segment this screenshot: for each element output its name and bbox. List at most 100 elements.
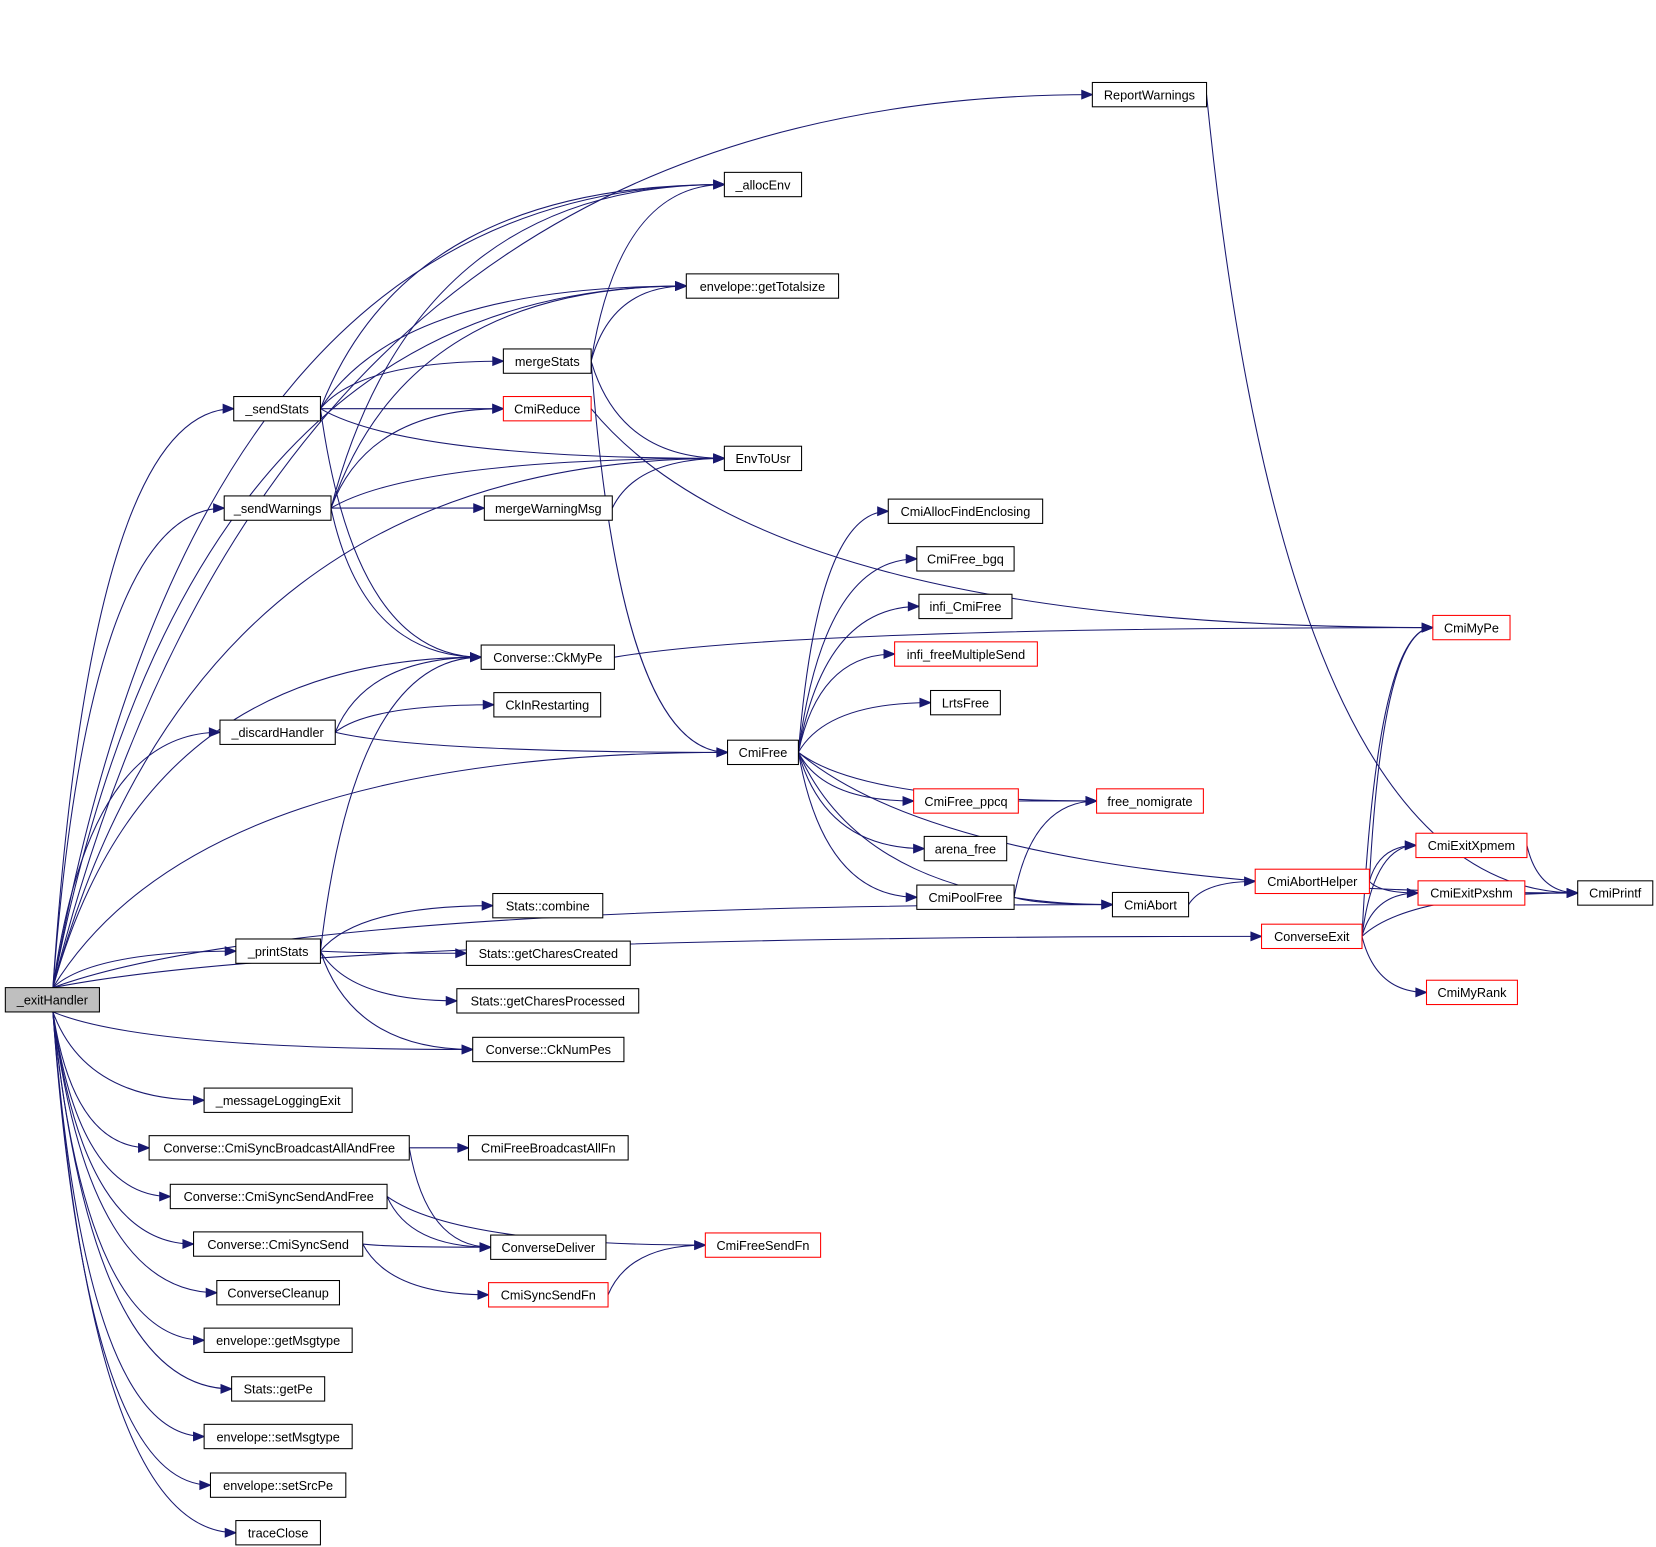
node-sendWarnings[interactable]: _sendWarnings [223,495,332,521]
arrowhead-icon [883,649,897,660]
edge-discardHandler-CkInRestarting [334,704,494,733]
node-label: arena_free [935,842,996,856]
node-getTotalsize[interactable]: envelope::getTotalsize [685,273,840,299]
node-label: _discardHandler [230,726,324,740]
arrowhead-icon [457,1142,470,1153]
node-CmiFreeSendFn[interactable]: CmiFreeSendFn [704,1232,822,1258]
edge-sendStats-getTotalsize [319,285,687,409]
node-label: EnvToUsr [736,452,792,466]
node-CmiSyncSend[interactable]: Converse::CmiSyncSend [193,1231,364,1257]
edge-exitHandler-discardHandler [52,731,220,988]
node-CmiReduce[interactable]: CmiReduce [502,396,592,422]
node-label: Stats::getCharesProcessed [471,995,625,1009]
node-label: envelope::setSrcPe [223,1479,333,1493]
node-ConverseDeliver[interactable]: ConverseDeliver [490,1234,607,1260]
node-messageLoggingExit[interactable]: _messageLoggingExit [203,1087,353,1113]
node-label: CmiMyPe [1444,621,1499,635]
node-CmiFree_ppcq[interactable]: CmiFree_ppcq [913,788,1019,814]
node-mergeStats[interactable]: mergeStats [502,348,592,374]
arrowhead-icon [1085,795,1099,807]
arrowhead-icon [907,601,921,612]
node-label: CmiAllocFindEnclosing [901,505,1031,519]
edge-printStats-StatsCombine [320,905,493,952]
node-label: CmiExitPxshm [1430,887,1512,901]
node-CkInRestarting[interactable]: CkInRestarting [493,692,602,718]
arrowhead-icon [1406,887,1420,898]
node-infi_freeMultipleSend[interactable]: infi_freeMultipleSend [894,641,1038,667]
node-infi_CmiFree[interactable]: infi_CmiFree [918,593,1013,620]
node-label: _printStats [247,945,309,959]
node-CmiMyPe[interactable]: CmiMyPe [1432,614,1511,641]
node-CmiAllocFindEnclosing[interactable]: CmiAllocFindEnclosing [887,498,1044,524]
arrowhead-icon [473,503,486,514]
node-getCharesCreated[interactable]: Stats::getCharesCreated [465,940,631,966]
node-CmiFree[interactable]: CmiFree [727,739,799,766]
edge-CmiFree-CmiPoolFree [797,752,917,898]
node-label: CmiPoolFree [928,891,1002,905]
edge-exitHandler-CkNumPes [52,1011,473,1051]
edge-sendWarnings-allocEnv [330,183,725,509]
node-CmiAbort[interactable]: CmiAbort [1111,891,1190,918]
arrowhead-icon [193,1095,206,1106]
node-getPe[interactable]: Stats::getPe [231,1376,326,1402]
node-mergeWarningMsg[interactable]: mergeWarningMsg [483,495,613,521]
arrowhead-icon [1101,899,1114,910]
node-CmiFreeBroadcastAllFn[interactable]: CmiFreeBroadcastAllFn [467,1135,629,1161]
node-CmiSyncBroadcastAllAndFree[interactable]: Converse::CmiSyncBroadcastAllAndFree [148,1135,410,1161]
node-allocEnv[interactable]: _allocEnv [723,171,803,198]
edge-CmiFree-arena_free [797,752,925,850]
arrowhead-icon [1250,931,1263,942]
node-free_nomigrate[interactable]: free_nomigrate [1096,788,1204,814]
node-setSrcPe[interactable]: envelope::setSrcPe [209,1472,347,1498]
edge-mergeWarningMsg-EnvToUsr [611,457,725,509]
node-LrtsFree[interactable]: LrtsFree [930,689,1001,716]
node-ConverseExit[interactable]: ConverseExit [1261,923,1363,950]
node-StatsCombine[interactable]: Stats::combine [492,892,604,919]
node-CmiMyRank[interactable]: CmiMyRank [1425,979,1518,1006]
node-ReportWarnings[interactable]: ReportWarnings [1091,81,1208,108]
edge-CmiPoolFree-CmiAbort [1013,896,1113,906]
node-label: Converse::CmiSyncSend [207,1238,349,1252]
edge-exitHandler-printStats [52,950,236,989]
node-traceClose[interactable]: traceClose [235,1520,321,1546]
node-setMsgtype[interactable]: envelope::setMsgtype [203,1423,353,1450]
edge-exitHandler-traceClose [52,1011,236,1534]
node-CkMyPe[interactable]: Converse::CkMyPe [480,644,615,670]
node-getMsgtype[interactable]: envelope::getMsgtype [203,1327,353,1353]
node-label: Converse::CmiSyncBroadcastAllAndFree [163,1142,395,1156]
edge-CmiExitXpmem-CmiPrintf [1526,845,1578,894]
edge-CmiSyncSendAndFree-ConverseDeliver [386,1196,491,1248]
node-exitHandler[interactable]: _exitHandler [4,987,100,1013]
node-CmiSyncSendAndFree[interactable]: Converse::CmiSyncSendAndFree [169,1183,388,1210]
edge-exitHandler-ConverseExit [52,935,1262,989]
node-getCharesProcessed[interactable]: Stats::getCharesProcessed [456,988,640,1014]
node-CmiPrintf[interactable]: CmiPrintf [1577,880,1654,906]
node-discardHandler[interactable]: _discardHandler [219,719,336,745]
node-label: CmiAbort [1124,898,1177,912]
node-CmiSyncSendFn[interactable]: CmiSyncSendFn [488,1282,609,1308]
node-ConverseCleanup[interactable]: ConverseCleanup [216,1280,341,1306]
edge-CmiFree-infi_CmiFree [797,605,919,753]
node-label: CkInRestarting [505,699,589,713]
edge-mergeStats-CmiFree [590,361,728,753]
node-CmiAbortHelper[interactable]: CmiAbortHelper [1254,868,1370,895]
node-arena_free[interactable]: arena_free [923,835,1008,862]
node-CkNumPes[interactable]: Converse::CkNumPes [472,1036,625,1063]
arrowhead-icon [477,1289,490,1300]
node-CmiPoolFree[interactable]: CmiPoolFree [916,884,1015,910]
edge-exitHandler-CkMyPe [52,656,482,988]
arrowhead-icon [455,948,468,959]
node-EnvToUsr[interactable]: EnvToUsr [723,445,803,472]
node-printStats[interactable]: _printStats [235,938,321,964]
edge-sendStats-mergeStats [320,360,504,410]
node-sendStats[interactable]: _sendStats [233,396,321,422]
node-label: ReportWarnings [1104,88,1195,102]
edge-CmiFree-CmiPrintf [798,751,1578,894]
node-CmiExitPxshm[interactable]: CmiExitPxshm [1417,880,1526,906]
node-label: infi_freeMultipleSend [907,648,1025,662]
edge-CmiFree-LrtsFree [797,702,931,753]
edge-exitHandler-setMsgtype [52,1011,205,1438]
node-CmiFree_bgq[interactable]: CmiFree_bgq [916,546,1015,572]
node-CmiExitXpmem[interactable]: CmiExitXpmem [1415,832,1528,859]
arrowhead-icon [905,892,919,903]
